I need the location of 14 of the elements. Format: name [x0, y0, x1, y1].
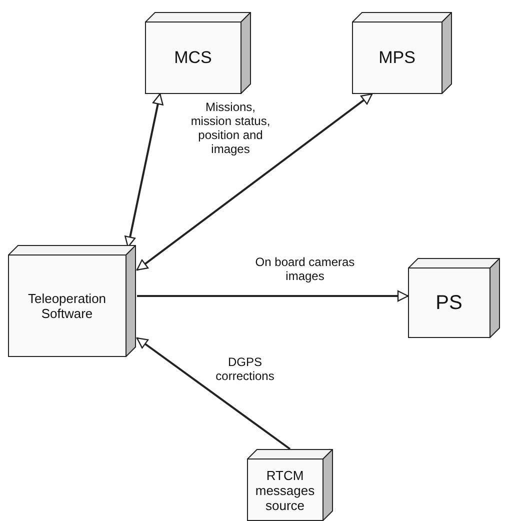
node-label: RTCM messages source [254, 466, 316, 514]
arrow [136, 337, 291, 450]
node-label: Teleoperation Software [26, 290, 108, 323]
block-box [247, 449, 333, 521]
block-box [352, 12, 452, 94]
block-box [8, 245, 136, 357]
block-box [145, 12, 251, 94]
arrow [136, 93, 373, 271]
arrow [124, 93, 164, 248]
node-label: MCS [173, 47, 213, 69]
block-box [408, 258, 500, 338]
node-label: MPS [378, 47, 416, 69]
node-label: PS [434, 290, 464, 316]
arrow [137, 290, 409, 302]
